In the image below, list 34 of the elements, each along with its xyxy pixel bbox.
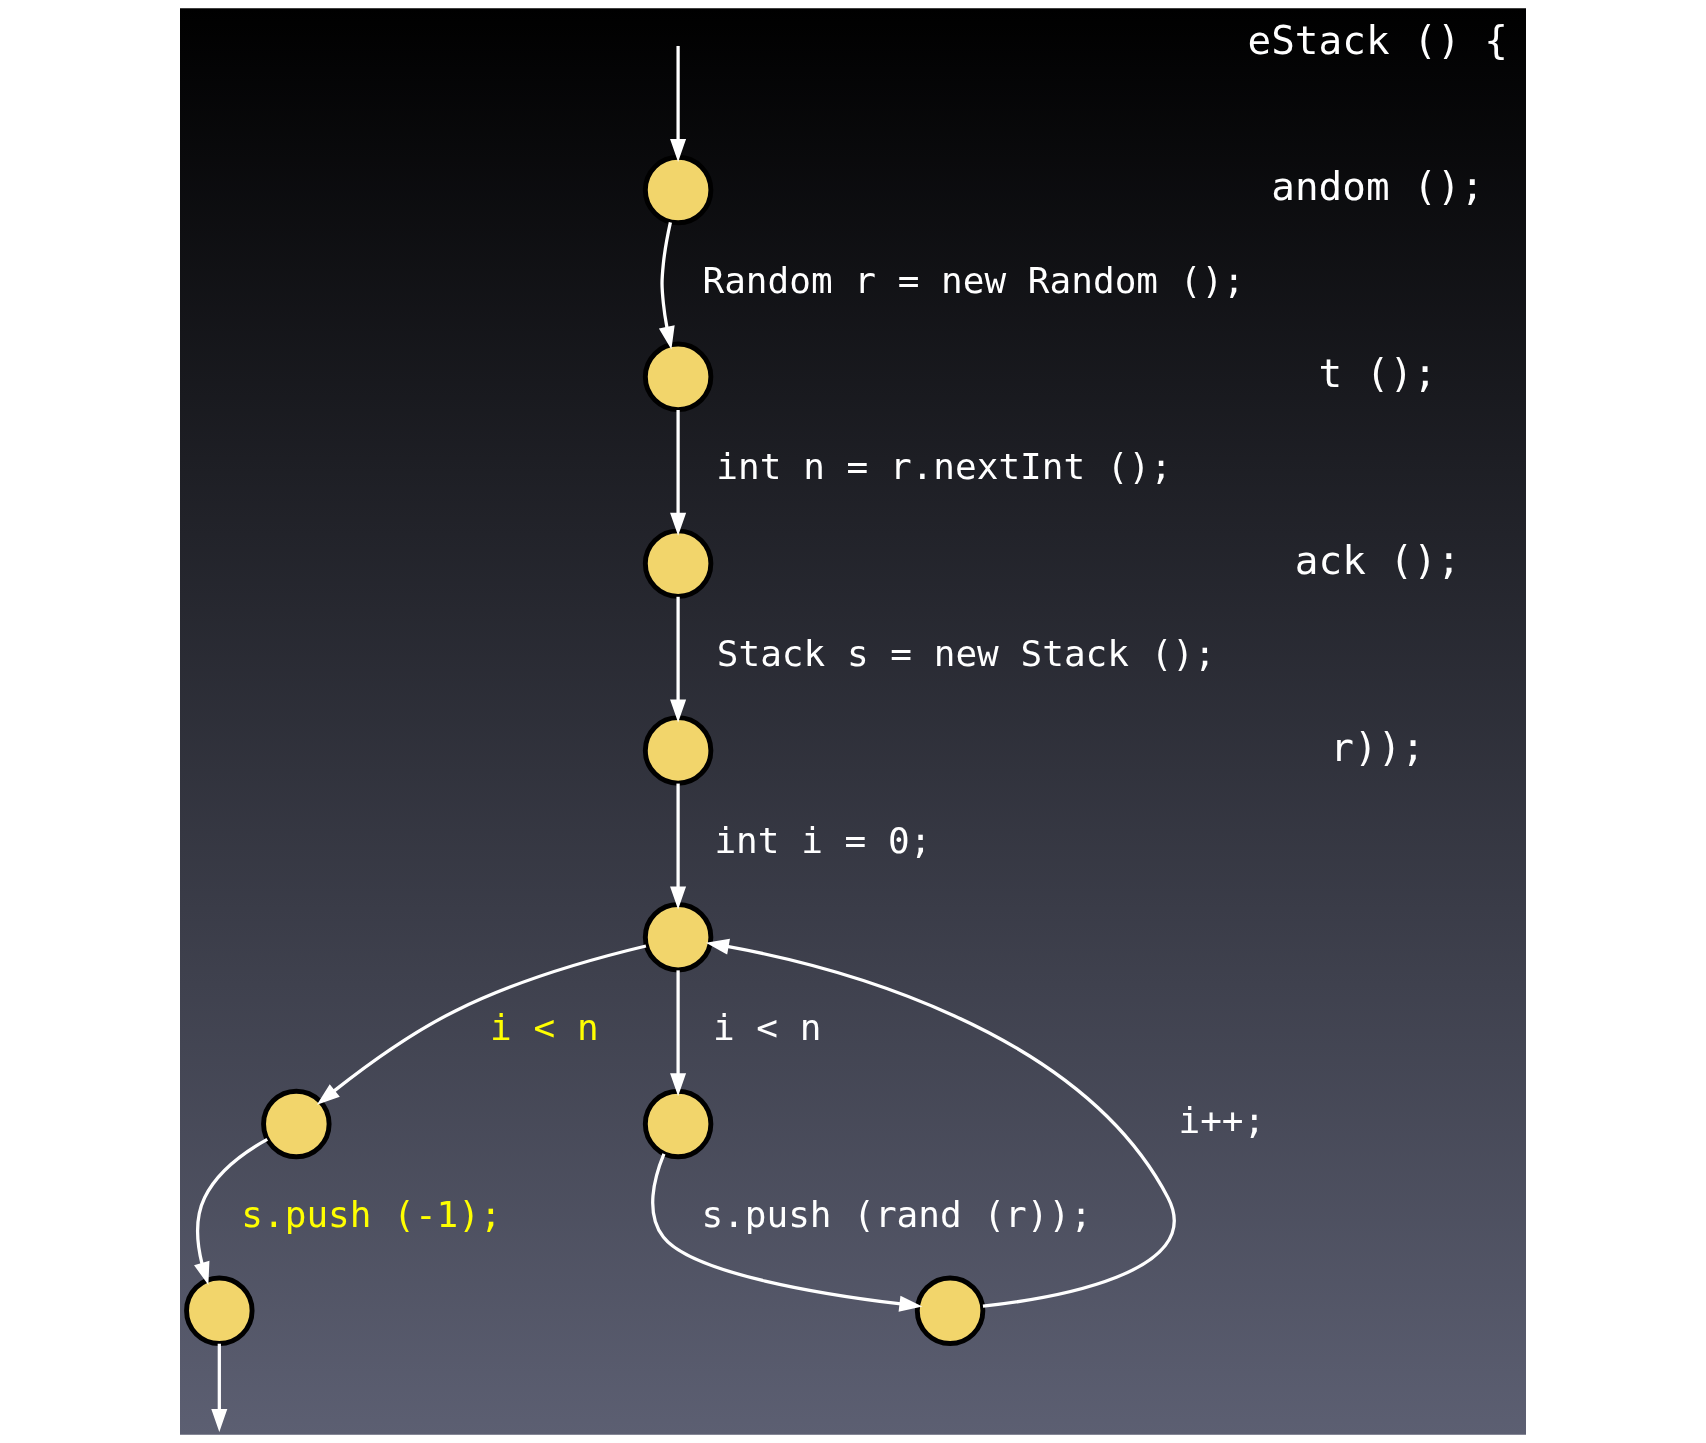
edge-label: s.push (-1);	[241, 1193, 502, 1235]
edge-label: int n = r.nextInt ();	[716, 446, 1172, 488]
node-circle	[914, 1275, 986, 1346]
arrow	[670, 45, 687, 162]
arrow	[705, 938, 1176, 1308]
arrow	[670, 783, 687, 910]
edge-label: int i = 0;	[714, 819, 932, 861]
label: t ();	[1318, 350, 1437, 396]
node-circle	[642, 715, 714, 786]
label: andom ();	[1271, 164, 1485, 210]
edge-label: Random r = new Random ();	[702, 259, 1245, 301]
node-circle	[642, 1088, 714, 1160]
arrow	[651, 1153, 923, 1312]
arrow	[316, 944, 647, 1105]
arrow	[658, 222, 675, 350]
node-circle	[642, 528, 714, 599]
node-circle	[642, 154, 714, 226]
arrow	[670, 410, 687, 536]
edge-label: s.push (rand (r));	[701, 1193, 1092, 1235]
edge-label: i++;	[1178, 1100, 1266, 1142]
arrow	[670, 970, 687, 1097]
edge-label: Stack s = new Stack ();	[716, 633, 1216, 675]
edge-label: i < n	[490, 1006, 599, 1048]
arrow	[670, 596, 687, 723]
arrow	[211, 1343, 228, 1432]
edge-label: i < n	[712, 1006, 822, 1048]
arrow	[194, 1137, 269, 1285]
label: ack ();	[1294, 537, 1461, 583]
label: eStack () {	[1247, 18, 1508, 64]
node-circle	[642, 901, 714, 973]
label: r));	[1330, 724, 1426, 770]
node-circle	[261, 1088, 332, 1160]
node-circle	[642, 341, 714, 413]
node-circle	[184, 1275, 255, 1346]
